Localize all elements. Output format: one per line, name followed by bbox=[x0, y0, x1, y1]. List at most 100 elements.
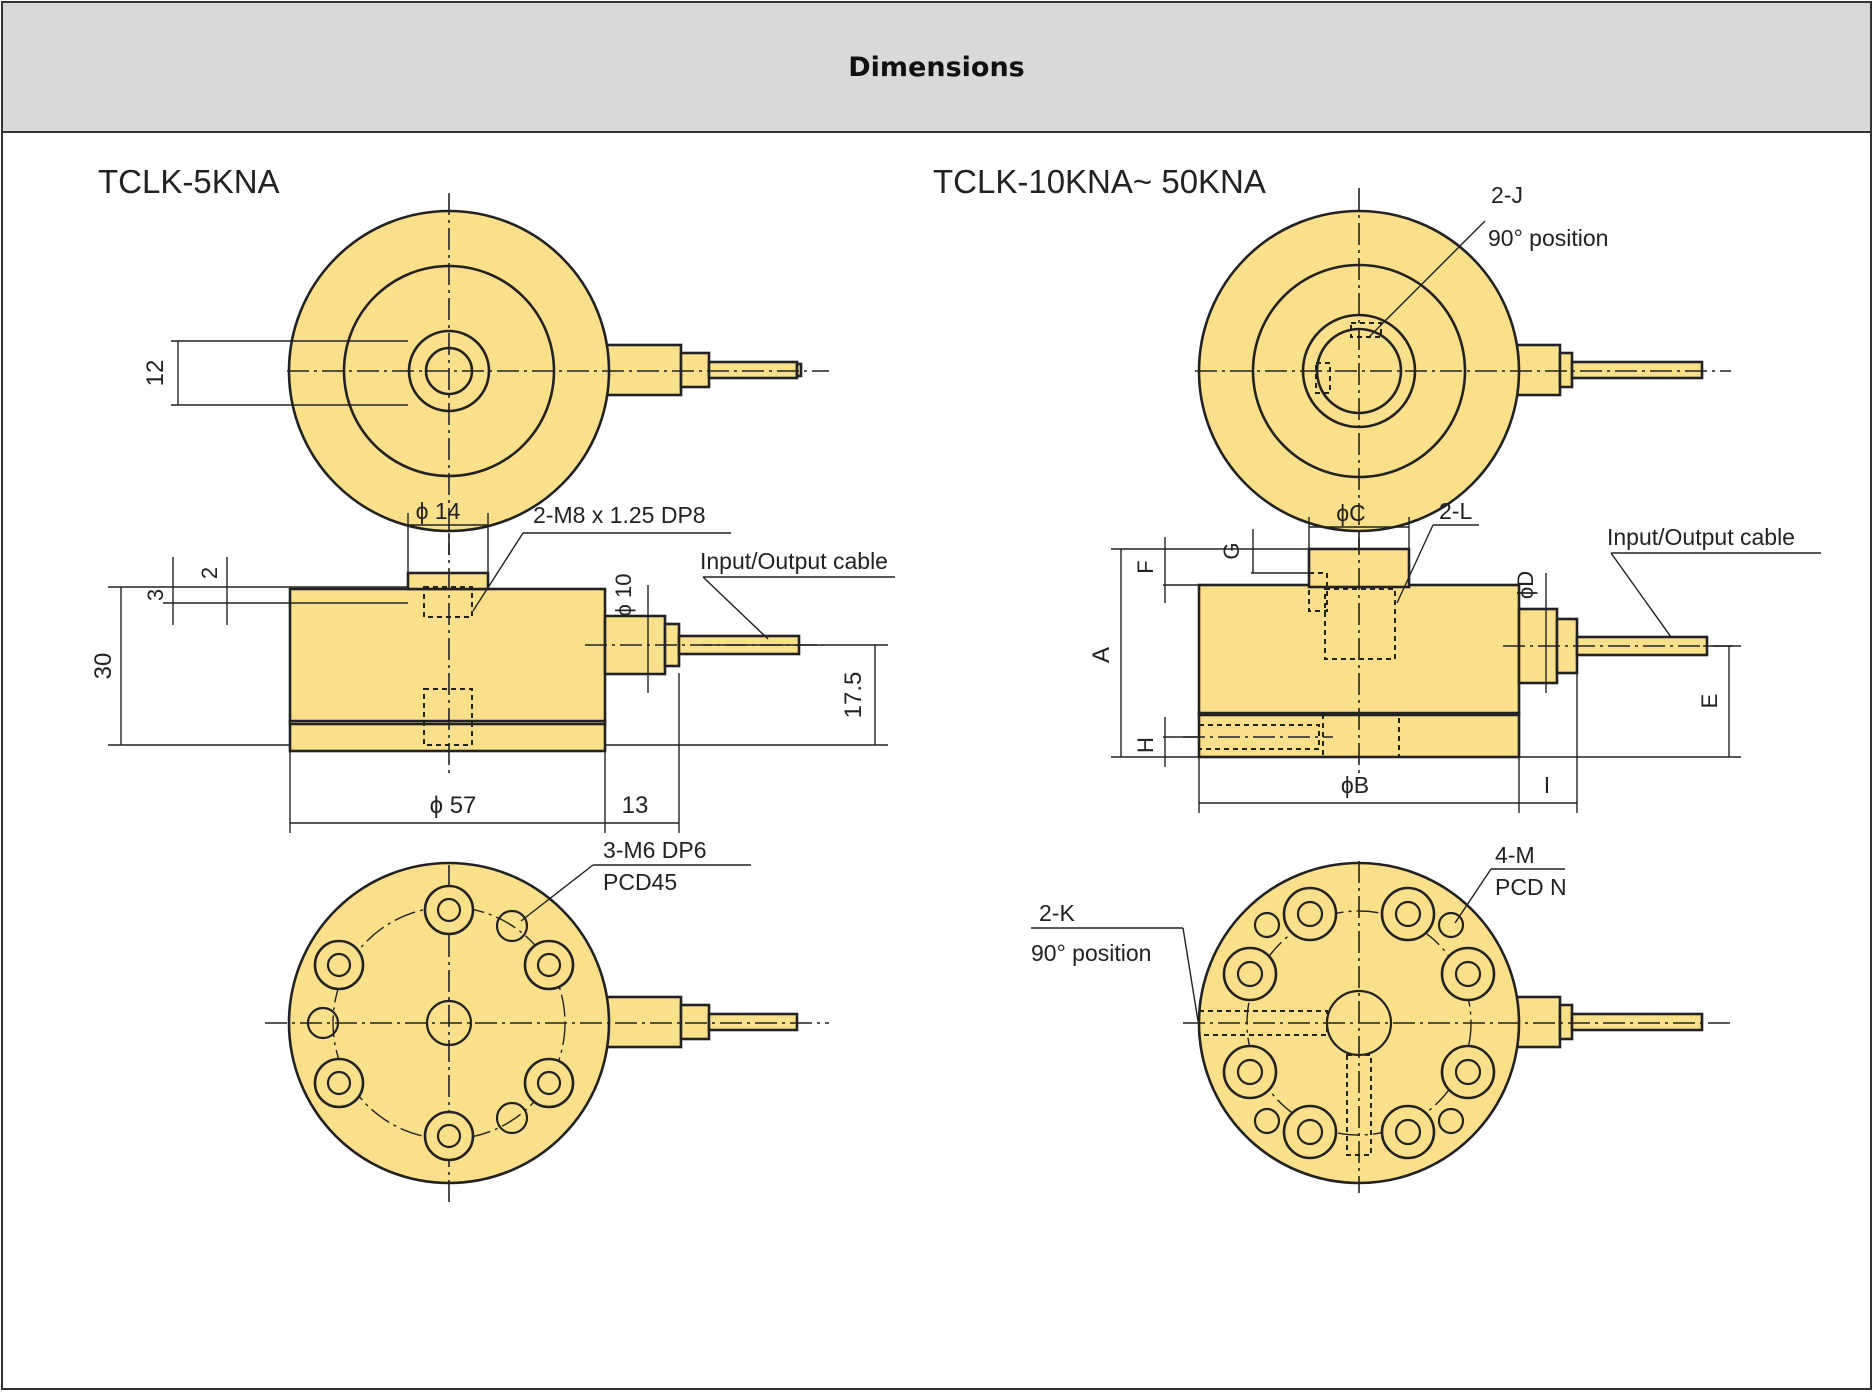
right-side-hidden-g bbox=[1308, 572, 1328, 612]
right-top-view: 2-J 90° position bbox=[1195, 182, 1731, 555]
left-side-boss bbox=[406, 571, 490, 591]
right-bot-label-k: 2-K bbox=[1039, 900, 1075, 926]
header-title: Dimensions bbox=[848, 51, 1025, 83]
left-bot-bolt-2-core bbox=[436, 1123, 462, 1149]
left-bot-bolt-5 bbox=[313, 1057, 365, 1109]
left-bot-bolt-1 bbox=[423, 884, 475, 936]
left-top-view: 12 bbox=[142, 193, 829, 555]
right-side-cable-label: Input/Output cable bbox=[1607, 524, 1795, 550]
right-side-dim-f: F bbox=[1133, 560, 1158, 573]
right-bot-bolt-1-core bbox=[1296, 900, 1324, 928]
right-bot-bolt-7 bbox=[1282, 1104, 1338, 1160]
left-top-cable bbox=[707, 360, 799, 380]
left-bot-m6-2 bbox=[495, 909, 529, 943]
right-side-view: A F G H ϕC 2-L ϕD bbox=[1088, 498, 1821, 813]
right-bot-m-3 bbox=[1253, 1107, 1281, 1135]
left-side-view: 30 3 2 ϕ 14 2-M8 x 1.25 DP8 ϕ 10 bbox=[90, 498, 895, 833]
left-side-hidden-thread-top bbox=[423, 586, 473, 618]
header-bar: Dimensions bbox=[3, 3, 1870, 133]
right-bot-label-pcd: PCD N bbox=[1495, 874, 1567, 900]
right-bot-m-1 bbox=[1253, 911, 1281, 939]
left-bot-leader bbox=[520, 864, 594, 922]
right-top-cable bbox=[1570, 360, 1704, 380]
left-side-dim-phi14: ϕ 14 bbox=[416, 498, 461, 524]
right-bot-bolt-8-core bbox=[1394, 1118, 1422, 1146]
left-side-base-band bbox=[288, 719, 607, 753]
left-side-dim-phi10: ϕ 10 bbox=[611, 574, 636, 617]
left-bot-center-hole bbox=[425, 999, 473, 1047]
left-bot-m6-3 bbox=[495, 1101, 529, 1135]
left-bot-m6-1 bbox=[306, 1006, 340, 1040]
left-top-cable-gland bbox=[601, 343, 683, 397]
right-top-label-pos: 90° position bbox=[1488, 225, 1608, 251]
right-bottom-view: 4-M PCD N 2-K 90° position bbox=[1031, 842, 1733, 1193]
right-bot-label-m: 4-M bbox=[1495, 842, 1535, 868]
right-side-dim-i: I bbox=[1544, 772, 1550, 798]
left-side-dim-13: 13 bbox=[622, 792, 649, 819]
left-side-dim-3: 3 bbox=[143, 589, 168, 601]
right-side-dim-a: A bbox=[1088, 647, 1115, 663]
right-top-leader bbox=[1367, 220, 1486, 339]
right-side-dim-e: E bbox=[1697, 694, 1722, 709]
left-top-cable-tip bbox=[795, 362, 803, 378]
left-bot-bolt-6-core bbox=[536, 1070, 562, 1096]
right-top-hidden-j2 bbox=[1350, 322, 1382, 338]
left-side-thread-leader bbox=[472, 532, 524, 612]
right-top-label-j: 2-J bbox=[1491, 182, 1523, 208]
left-model-title: TCLK-5KNA bbox=[98, 163, 280, 200]
left-side-dim-phi57: ϕ 57 bbox=[430, 792, 477, 819]
right-side-dim-g: G bbox=[1219, 542, 1244, 559]
left-side-dim-30: 30 bbox=[90, 653, 117, 680]
right-bot-hidden-k-h bbox=[1198, 1010, 1328, 1036]
right-bot-bolt-4 bbox=[1440, 946, 1496, 1002]
right-side-label-l: 2-L bbox=[1439, 498, 1472, 524]
left-bot-thread-label: 3-M6 DP6 bbox=[603, 837, 707, 863]
right-bot-bolt-7-core bbox=[1296, 1118, 1324, 1146]
right-bot-bolt-1 bbox=[1282, 886, 1338, 942]
right-bot-hidden-k-v bbox=[1346, 1054, 1372, 1156]
left-bot-bolts bbox=[306, 884, 575, 1162]
right-side-dim-phid: ϕD bbox=[1513, 571, 1538, 599]
right-bot-m-4 bbox=[1437, 1107, 1465, 1135]
right-bot-bolt-3 bbox=[1222, 946, 1278, 1002]
left-bot-bolt-3 bbox=[313, 939, 365, 991]
right-side-hidden-l bbox=[1324, 588, 1396, 660]
drawing-canvas: TCLK-5KNA 12 bbox=[90, 163, 1821, 1203]
left-bot-pcd-label: PCD45 bbox=[603, 869, 677, 895]
left-side-thread-label: 2-M8 x 1.25 DP8 bbox=[533, 502, 706, 528]
left-side-dim-2: 2 bbox=[197, 567, 222, 579]
right-bot-bolt-5 bbox=[1222, 1044, 1278, 1100]
left-side-cable-leader bbox=[702, 576, 769, 640]
right-bot-m-leader bbox=[1454, 868, 1492, 924]
right-bot-m-2 bbox=[1437, 911, 1465, 939]
left-bot-bolt-2 bbox=[423, 1110, 475, 1162]
right-side-l-leader bbox=[1396, 524, 1434, 604]
right-bot-nut bbox=[1558, 1003, 1574, 1041]
dimension-drawing: TCLK-5KNA 12 bbox=[3, 133, 1874, 1392]
right-top-nut bbox=[1558, 351, 1574, 389]
right-bot-bolt-2-core bbox=[1394, 900, 1422, 928]
right-side-dim-h: H bbox=[1133, 737, 1158, 753]
right-bot-bolt-6 bbox=[1440, 1044, 1496, 1100]
left-side-cable-label: Input/Output cable bbox=[700, 548, 888, 574]
left-top-cable-nut bbox=[679, 351, 711, 389]
left-bot-bolt-6 bbox=[523, 1057, 575, 1109]
left-bot-bolt-4-core bbox=[536, 952, 562, 978]
right-model-title: TCLK-10KNA~ 50KNA bbox=[933, 163, 1266, 200]
left-bot-bolt-4 bbox=[523, 939, 575, 991]
right-bot-bolt-5-core bbox=[1236, 1058, 1264, 1086]
left-side-hidden-thread-bot bbox=[423, 688, 473, 746]
right-bot-bolt-4-core bbox=[1454, 960, 1482, 988]
right-side-dim-phib: ϕB bbox=[1341, 772, 1369, 798]
right-side-cable-leader bbox=[1610, 552, 1672, 638]
right-bot-bolts bbox=[1222, 886, 1496, 1160]
right-bot-bolt-3-core bbox=[1236, 960, 1264, 988]
left-bot-cable bbox=[707, 1012, 799, 1032]
right-bot-bolt-2 bbox=[1380, 886, 1436, 942]
left-bot-bolt-3-core bbox=[326, 952, 352, 978]
left-side-body bbox=[288, 587, 607, 726]
right-bot-cable bbox=[1570, 1012, 1704, 1032]
left-top-dim-12: 12 bbox=[142, 360, 169, 387]
left-bot-nut bbox=[679, 1003, 711, 1041]
